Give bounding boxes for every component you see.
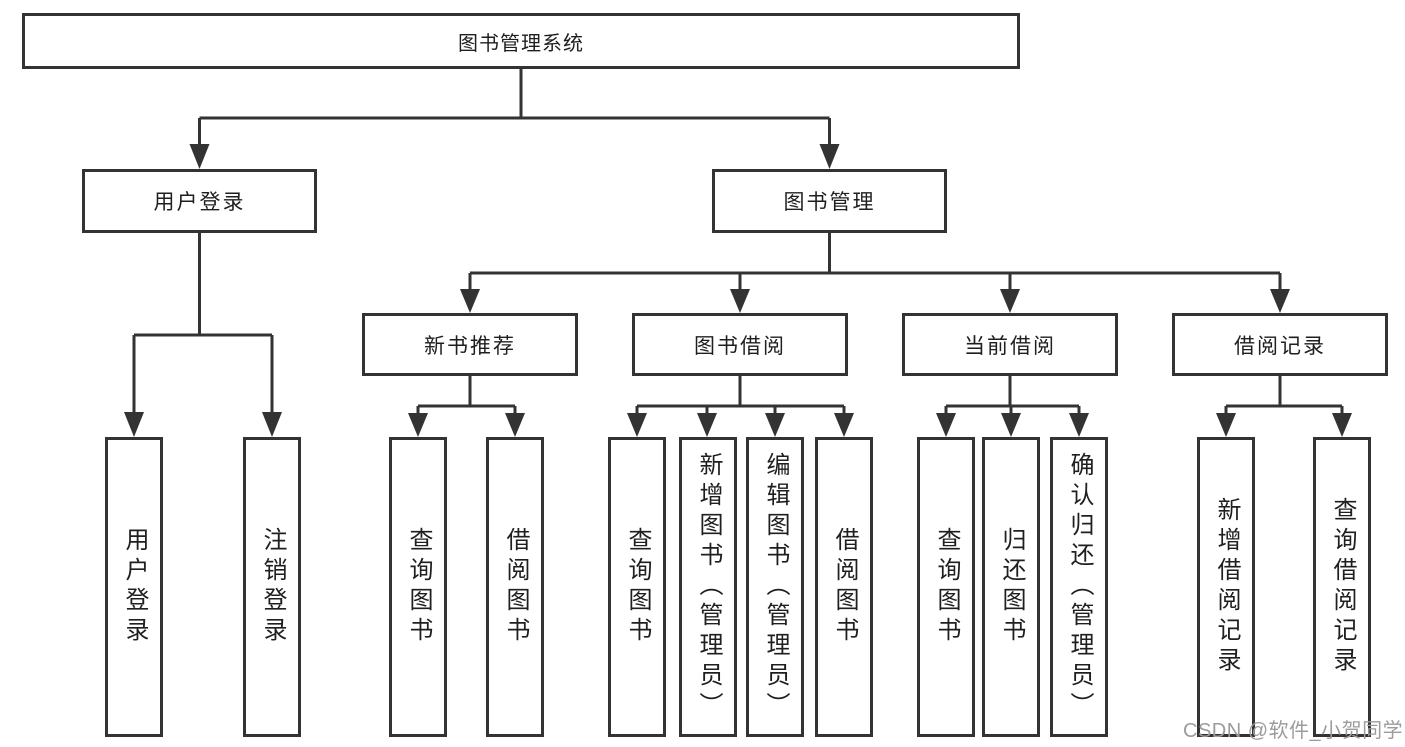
- node-book-borrowing: 图书借阅: [632, 313, 848, 376]
- node-current-borrowing: 当前借阅: [902, 313, 1118, 376]
- csdn-watermark: CSDN @软件_小贺同学: [1183, 720, 1404, 742]
- node-root-library-management-system: 图书管理系统: [22, 13, 1020, 69]
- leaf-user-login: 用户登录: [105, 437, 163, 737]
- leaf-borrow-books-recommend: 借阅图书: [486, 437, 544, 737]
- leaf-add-books-admin: 新增图书（管理员）: [679, 437, 737, 737]
- leaf-logout: 注销登录: [243, 437, 301, 737]
- node-label: 借阅图书: [831, 527, 858, 647]
- node-label: 图书管理: [783, 191, 876, 214]
- node-label: 当前借阅: [964, 334, 1056, 358]
- node-label: 借阅记录: [1234, 334, 1326, 358]
- leaf-return-books: 归还图书: [982, 437, 1040, 737]
- node-new-book-recommendation: 新书推荐: [362, 313, 578, 376]
- node-label: 查询图书: [405, 527, 432, 647]
- node-label: 查询图书: [624, 527, 651, 647]
- node-label: 归还图书: [998, 527, 1025, 647]
- node-book-management: 图书管理: [712, 169, 947, 233]
- leaf-query-books-current: 查询图书: [917, 437, 975, 737]
- node-borrowing-records: 借阅记录: [1172, 313, 1388, 376]
- node-label: 查询借阅记录: [1329, 497, 1356, 677]
- node-user-login: 用户登录: [82, 169, 317, 233]
- node-label: 新书推荐: [424, 334, 516, 358]
- leaf-query-books-borrow: 查询图书: [608, 437, 666, 737]
- node-label: 用户登录: [121, 527, 148, 647]
- leaf-add-borrow-record: 新增借阅记录: [1197, 437, 1255, 737]
- node-label: 确认归还（管理员）: [1066, 452, 1093, 722]
- node-label: 用户登录: [153, 191, 246, 214]
- leaf-confirm-return-admin: 确认归还（管理员）: [1050, 437, 1108, 737]
- node-label: 借阅图书: [502, 527, 529, 647]
- leaf-query-books-recommend: 查询图书: [389, 437, 447, 737]
- node-label: 新增图书（管理员）: [695, 452, 722, 722]
- node-label: 图书管理系统: [458, 32, 584, 55]
- node-label: 注销登录: [259, 527, 286, 647]
- leaf-query-borrow-record: 查询借阅记录: [1313, 437, 1371, 737]
- leaf-edit-books-admin: 编辑图书（管理员）: [746, 437, 804, 737]
- node-label: 编辑图书（管理员）: [762, 452, 789, 722]
- node-label: 查询图书: [933, 527, 960, 647]
- node-label: 新增借阅记录: [1213, 497, 1240, 677]
- leaf-borrow-books: 借阅图书: [815, 437, 873, 737]
- node-label: 图书借阅: [694, 334, 786, 358]
